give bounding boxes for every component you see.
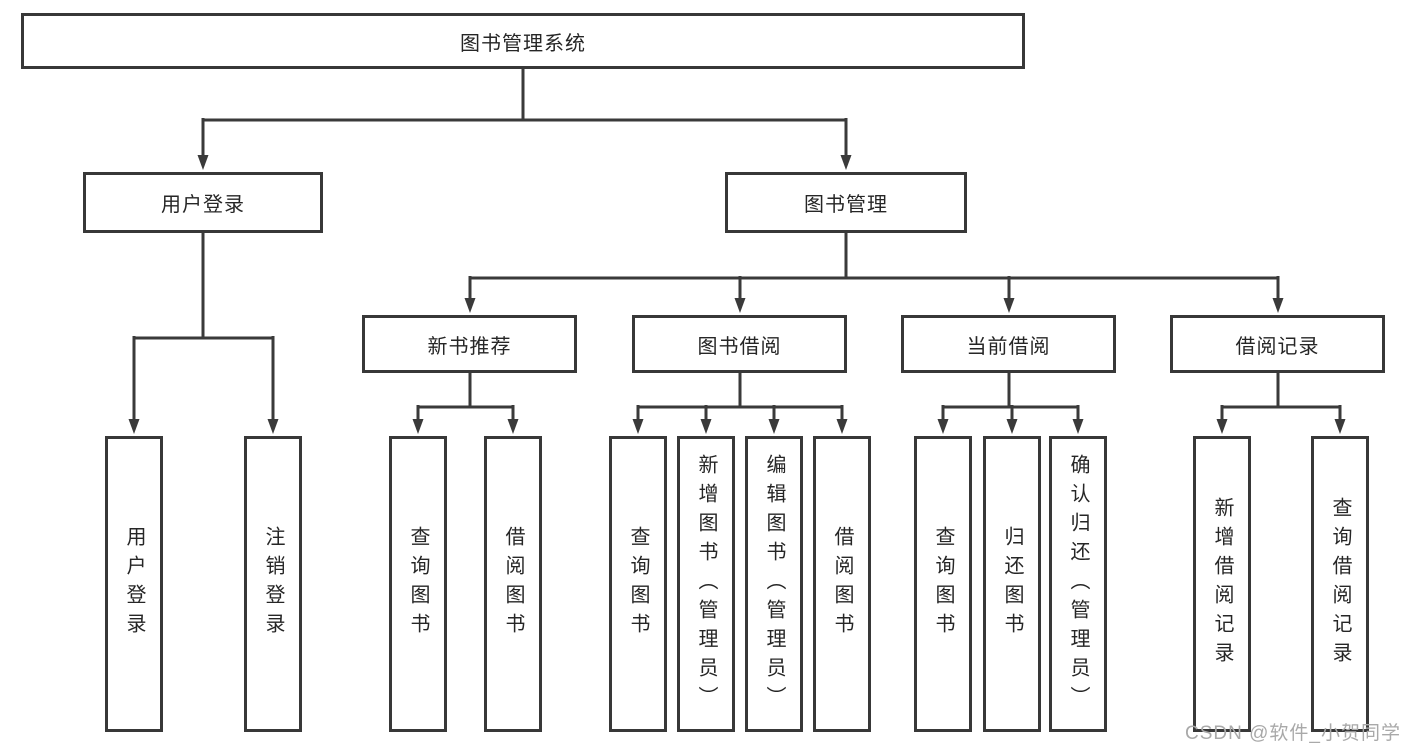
leaf-borrow-books-2: 借阅图书	[813, 436, 871, 732]
leaf-return-books: 归还图书	[983, 436, 1041, 732]
node-borrow-records: 借阅记录	[1170, 315, 1385, 373]
leaf-query-books-3: 查询图书	[914, 436, 972, 732]
leaf-edit-books-admin: 编辑图书（管理员）	[745, 436, 803, 732]
node-book-management: 图书管理	[725, 172, 967, 233]
node-new-book-recommend: 新书推荐	[362, 315, 577, 373]
leaf-add-books-admin: 新增图书（管理员）	[677, 436, 735, 732]
leaf-borrow-books-1: 借阅图书	[484, 436, 542, 732]
leaf-query-borrow-record: 查询借阅记录	[1311, 436, 1369, 732]
leaf-user-login: 用户登录	[105, 436, 163, 732]
node-current-borrow: 当前借阅	[901, 315, 1116, 373]
leaf-confirm-return-admin: 确认归还（管理员）	[1049, 436, 1107, 732]
leaf-query-books-1: 查询图书	[389, 436, 447, 732]
node-user-login: 用户登录	[83, 172, 323, 233]
leaf-query-books-2: 查询图书	[609, 436, 667, 732]
node-book-borrow: 图书借阅	[632, 315, 847, 373]
node-library-management-system: 图书管理系统	[21, 13, 1025, 69]
csdn-watermark: CSDN @软件_小贺同学	[1185, 723, 1401, 744]
leaf-logout: 注销登录	[244, 436, 302, 732]
leaf-add-borrow-record: 新增借阅记录	[1193, 436, 1251, 732]
